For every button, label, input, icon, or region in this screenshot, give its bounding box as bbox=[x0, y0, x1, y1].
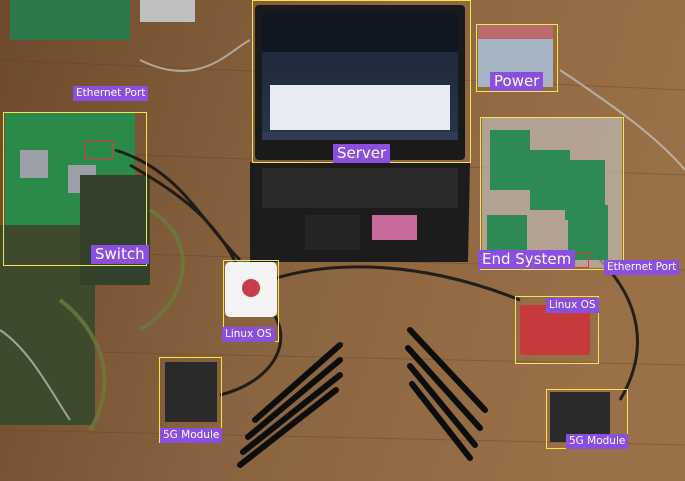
server-box bbox=[252, 0, 471, 163]
power-box bbox=[476, 24, 558, 92]
linux-os-right-box bbox=[515, 296, 599, 364]
linux-os-left-box bbox=[223, 260, 279, 342]
module-5g-right-box bbox=[546, 389, 628, 449]
linux-os-right-label: Linux OS bbox=[546, 298, 599, 313]
ethernet-port-left-marker bbox=[85, 140, 113, 160]
switch-label: Switch bbox=[91, 245, 149, 264]
module-5g-right-label: 5G Module bbox=[566, 434, 629, 449]
server-label: Server bbox=[333, 144, 391, 163]
ethernet-port-right-label: Ethernet Port bbox=[604, 260, 680, 275]
module-5g-left-box bbox=[159, 357, 222, 443]
module-5g-left-label: 5G Module bbox=[160, 428, 223, 443]
switch-box bbox=[3, 112, 147, 266]
end-system-box bbox=[480, 117, 624, 270]
ethernet-port-left-label: Ethernet Port bbox=[73, 86, 149, 101]
end-system-label: End System bbox=[478, 250, 576, 269]
power-label: Power bbox=[490, 72, 544, 91]
linux-os-left-label: Linux OS bbox=[222, 327, 275, 342]
